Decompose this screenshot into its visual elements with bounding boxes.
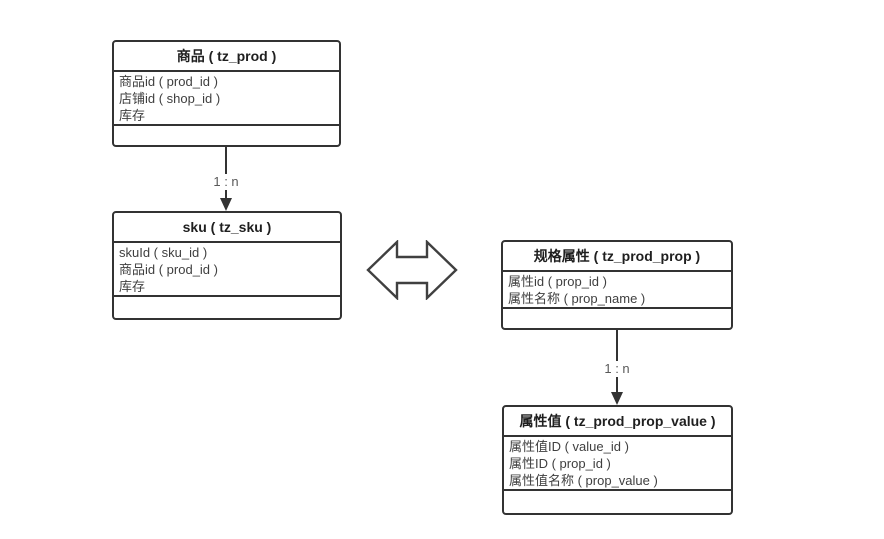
entity-table-fields: skuId ( sku_id ) 商品id ( prod_id ) 库存	[114, 243, 340, 295]
entity-table-fields: 属性值ID ( value_id ) 属性ID ( prop_id ) 属性值名…	[504, 437, 731, 489]
relation-arrowhead-icon	[220, 198, 232, 211]
relation-arrowhead-icon	[611, 392, 623, 405]
entity-table-title: 商品 ( tz_prod )	[114, 42, 339, 72]
entity-table-fields: 商品id ( prod_id ) 店铺id ( shop_id ) 库存	[114, 72, 339, 124]
entity-field: 商品id ( prod_id )	[119, 74, 218, 89]
entity-field: 属性值名称 ( prop_value )	[509, 473, 658, 488]
relation-line-prod-sku[interactable]	[225, 147, 227, 198]
double-arrow-icon	[366, 240, 458, 300]
entity-field: 属性id ( prop_id )	[508, 274, 607, 289]
entity-field: 库存	[119, 279, 146, 294]
relation-cardinality-label: 1 : n	[601, 361, 633, 377]
entity-field: 店铺id ( shop_id )	[119, 91, 221, 106]
entity-table-footer-empty	[114, 295, 340, 318]
entity-table-footer-empty	[503, 307, 731, 328]
entity-table-tz-sku[interactable]: sku ( tz_sku ) skuId ( sku_id ) 商品id ( p…	[112, 211, 342, 320]
entity-table-tz-prod[interactable]: 商品 ( tz_prod ) 商品id ( prod_id ) 店铺id ( s…	[112, 40, 341, 147]
entity-field: skuId ( sku_id )	[119, 245, 208, 260]
entity-table-tz-prod-prop[interactable]: 规格属性 ( tz_prod_prop ) 属性id ( prop_id ) 属…	[501, 240, 733, 330]
entity-field: 商品id ( prod_id )	[119, 262, 218, 277]
relation-cardinality-label: 1 : n	[210, 174, 242, 190]
entity-table-footer-empty	[504, 489, 731, 513]
entity-table-title: 规格属性 ( tz_prod_prop )	[503, 242, 731, 272]
entity-table-title: sku ( tz_sku )	[114, 213, 340, 243]
entity-table-footer-empty	[114, 124, 339, 145]
entity-table-title: 属性值 ( tz_prod_prop_value )	[504, 407, 731, 437]
entity-field: 属性名称 ( prop_name )	[508, 291, 646, 306]
entity-field: 库存	[119, 108, 146, 123]
entity-table-fields: 属性id ( prop_id ) 属性名称 ( prop_name )	[503, 272, 731, 307]
entity-table-tz-prod-prop-value[interactable]: 属性值 ( tz_prod_prop_value ) 属性值ID ( value…	[502, 405, 733, 515]
entity-field: 属性ID ( prop_id )	[509, 456, 611, 471]
entity-field: 属性值ID ( value_id )	[509, 439, 629, 454]
